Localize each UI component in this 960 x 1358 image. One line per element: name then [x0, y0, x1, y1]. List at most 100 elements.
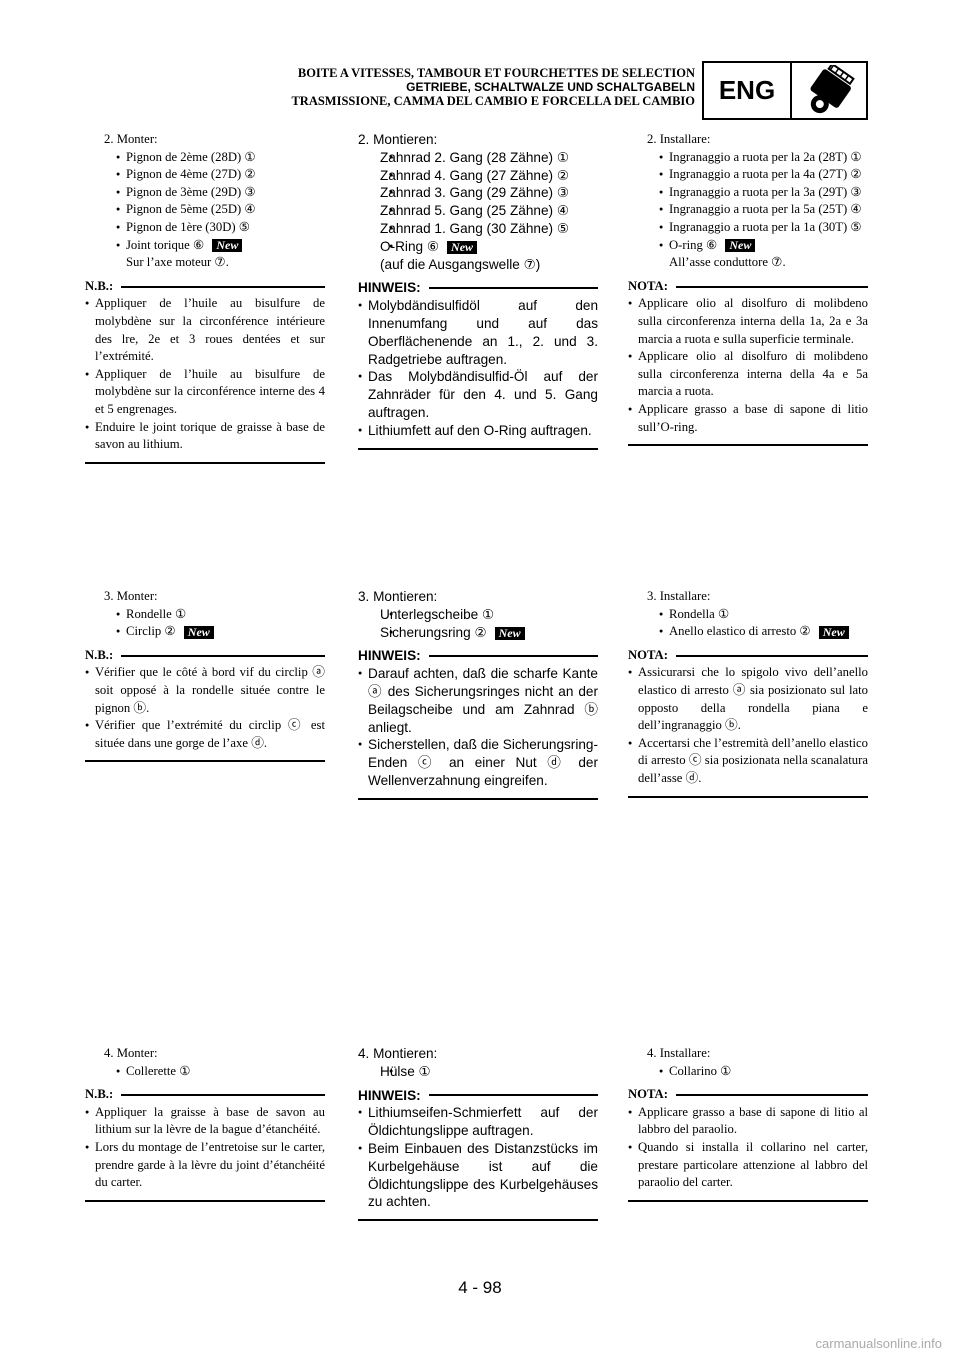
list-item: Joint torique ⑥ New [85, 237, 325, 255]
section-header: BOITE A VITESSES, TAMBOUR ET FOURCHETTES… [150, 66, 695, 108]
list-item: Zahnrad 2. Gang (28 Zähne) ① [358, 149, 598, 167]
note-item: Molybdändisulfidöl auf den Innenumfang u… [358, 297, 598, 368]
list-item: Pignon de 2ème (28D) ① [85, 149, 325, 167]
list-item-extra: All’asse conduttore ⑦. [669, 255, 786, 270]
list-item: Zahnrad 1. Gang (30 Zähne) ⑤ [358, 220, 598, 238]
note-label: NOTA: [628, 647, 668, 662]
list-item: Zahnrad 5. Gang (25 Zähne) ④ [358, 202, 598, 220]
note-item: Applicare grasso a base di sapone di lit… [628, 1104, 868, 1139]
list-item: Circlip ② New [85, 623, 325, 641]
list-item: Ingranaggio a ruota per la 2a (28T) ① [628, 149, 868, 167]
list-item-label: Circlip ② [126, 624, 176, 639]
list-item: Pignon de 4ème (27D) ② [85, 166, 325, 184]
header-line-fr: BOITE A VITESSES, TAMBOUR ET FOURCHETTES… [297, 66, 695, 80]
note-label: NOTA: [628, 1087, 668, 1102]
list-item: Collerette ① [85, 1063, 325, 1081]
list-item: Collarino ① [628, 1063, 868, 1081]
note-item: Darauf achten, daß die scharfe Kante ⓐ d… [358, 665, 598, 736]
new-badge: New [725, 239, 756, 253]
note-heading: N.B.: [85, 278, 325, 296]
note-item: Accertarsi che l’estremità dell’anello e… [628, 735, 868, 788]
list-item: Zahnrad 4. Gang (27 Zähne) ② [358, 167, 598, 185]
note-label: HINWEIS: [358, 280, 421, 296]
step-3-heading: 3. Monter: [104, 589, 158, 603]
column-de: 2. Montieren: Zahnrad 2. Gang (28 Zähne)… [358, 131, 598, 450]
note-item: Lithiumseifen-Schmierfett auf der Öldich… [358, 1104, 598, 1140]
note-item: Enduire le joint torique de graisse à ba… [85, 419, 325, 454]
note-item: Appliquer de l’huile au bisulfure de mol… [85, 295, 325, 365]
note-heading: NOTA: [628, 278, 868, 296]
note-label: N.B.: [85, 647, 114, 662]
engine-badge: ENG [702, 61, 868, 120]
divider [358, 1219, 598, 1222]
note-heading: NOTA: [628, 647, 868, 665]
note-item: Beim Einbauen des Distanzstücks im Kurbe… [358, 1140, 598, 1211]
list-item-extra: (auf die Ausgangswelle ⑦) [380, 256, 541, 272]
note-item: Das Molybdändisulfid-Öl auf der Zahnräde… [358, 368, 598, 421]
step-3-heading: 3. Installare: [647, 589, 711, 603]
column-it: 2. Installare: Ingranaggio a ruota per l… [628, 131, 868, 447]
list-item-label: Joint torique ⑥ [126, 237, 205, 252]
divider [628, 444, 868, 447]
divider [358, 797, 598, 800]
note-heading: HINWEIS: [358, 279, 598, 297]
column-de-step3: 3. Montieren: Unterlegscheibe ① Sicherun… [358, 588, 598, 800]
list-item: O-Ring ⑥ New [358, 238, 598, 256]
divider [628, 1199, 868, 1202]
step-4-heading: 4. Installare: [647, 1046, 711, 1060]
divider [628, 795, 868, 798]
step-2-heading: 2. Installare: [647, 132, 711, 146]
list-item: Ingranaggio a ruota per la 5a (25T) ④ [628, 201, 868, 219]
new-badge: New [447, 240, 478, 254]
list-item: Pignon de 3ème (29D) ③ [85, 184, 325, 202]
new-badge: New [494, 626, 525, 640]
note-label: N.B.: [85, 278, 114, 293]
list-item: Ingranaggio a ruota per la 4a (27T) ② [628, 166, 868, 184]
divider [85, 760, 325, 763]
list-item: Anello elastico di arresto ② New [628, 623, 868, 641]
step-4-heading: 4. Monter: [104, 1046, 158, 1060]
badge-label: ENG [704, 63, 792, 118]
note-item: Quando si installa il collarino nel cart… [628, 1139, 868, 1192]
new-badge: New [183, 625, 214, 639]
note-label: N.B.: [85, 1087, 114, 1102]
divider [85, 461, 325, 464]
note-item: Vérifier que l’extrémité du circlip ⓒ es… [85, 717, 325, 752]
list-item-label: Anello elastico di arresto ② [669, 624, 811, 639]
page-number: 4 - 98 [458, 1278, 502, 1297]
step-2-heading: 2. Montieren: [358, 132, 438, 147]
note-heading: N.B.: [85, 647, 325, 665]
new-badge: New [212, 239, 243, 253]
column-it-step4: 4. Installare: Collarino ① NOTA: Applica… [628, 1045, 868, 1202]
list-item: Ingranaggio a ruota per la 1a (30T) ⑤ [628, 219, 868, 237]
column-fr-step4: 4. Monter: Collerette ① N.B.: Appliquer … [85, 1045, 325, 1202]
watermark: carmanualsonline.info [815, 1336, 942, 1351]
note-item: Assicurarsi che lo spigolo vivo dell’ane… [628, 664, 868, 734]
step-2-heading: 2. Monter: [104, 132, 158, 146]
step-3-heading: 3. Montieren: [358, 589, 438, 604]
list-item: Rondella ① [628, 606, 868, 624]
step-4-heading: 4. Montieren: [358, 1046, 438, 1061]
note-label: HINWEIS: [358, 648, 421, 664]
header-line-it: TRASMISSIONE, CAMMA DEL CAMBIO E FORCELL… [291, 94, 695, 108]
list-item-label: Sicherungsring ② [380, 624, 487, 640]
note-heading: HINWEIS: [358, 1087, 598, 1105]
column-it-step3: 3. Installare: Rondella ① Anello elastic… [628, 588, 868, 798]
note-item: Vérifier que le côté à bord vif du circl… [85, 664, 325, 717]
note-label: HINWEIS: [358, 1087, 421, 1103]
note-item: Appliquer de l’huile au bisulfure de mol… [85, 366, 325, 419]
list-item-label: O-Ring ⑥ [380, 238, 440, 254]
list-item: Pignon de 1ère (30D) ⑤ [85, 219, 325, 237]
list-item: Zahnrad 3. Gang (29 Zähne) ③ [358, 184, 598, 202]
note-label: NOTA: [628, 278, 668, 293]
list-item: Sicherungsring ② New [358, 624, 598, 642]
note-item: Lors du montage de l’entretoise sur le c… [85, 1139, 325, 1192]
column-fr: 2. Monter: Pignon de 2ème (28D) ① Pignon… [85, 131, 325, 464]
divider [85, 1199, 325, 1202]
new-badge: New [818, 625, 849, 639]
divider [358, 447, 598, 450]
note-heading: HINWEIS: [358, 647, 598, 665]
note-item: Lithiumfett auf den O-Ring auftragen. [358, 422, 598, 440]
